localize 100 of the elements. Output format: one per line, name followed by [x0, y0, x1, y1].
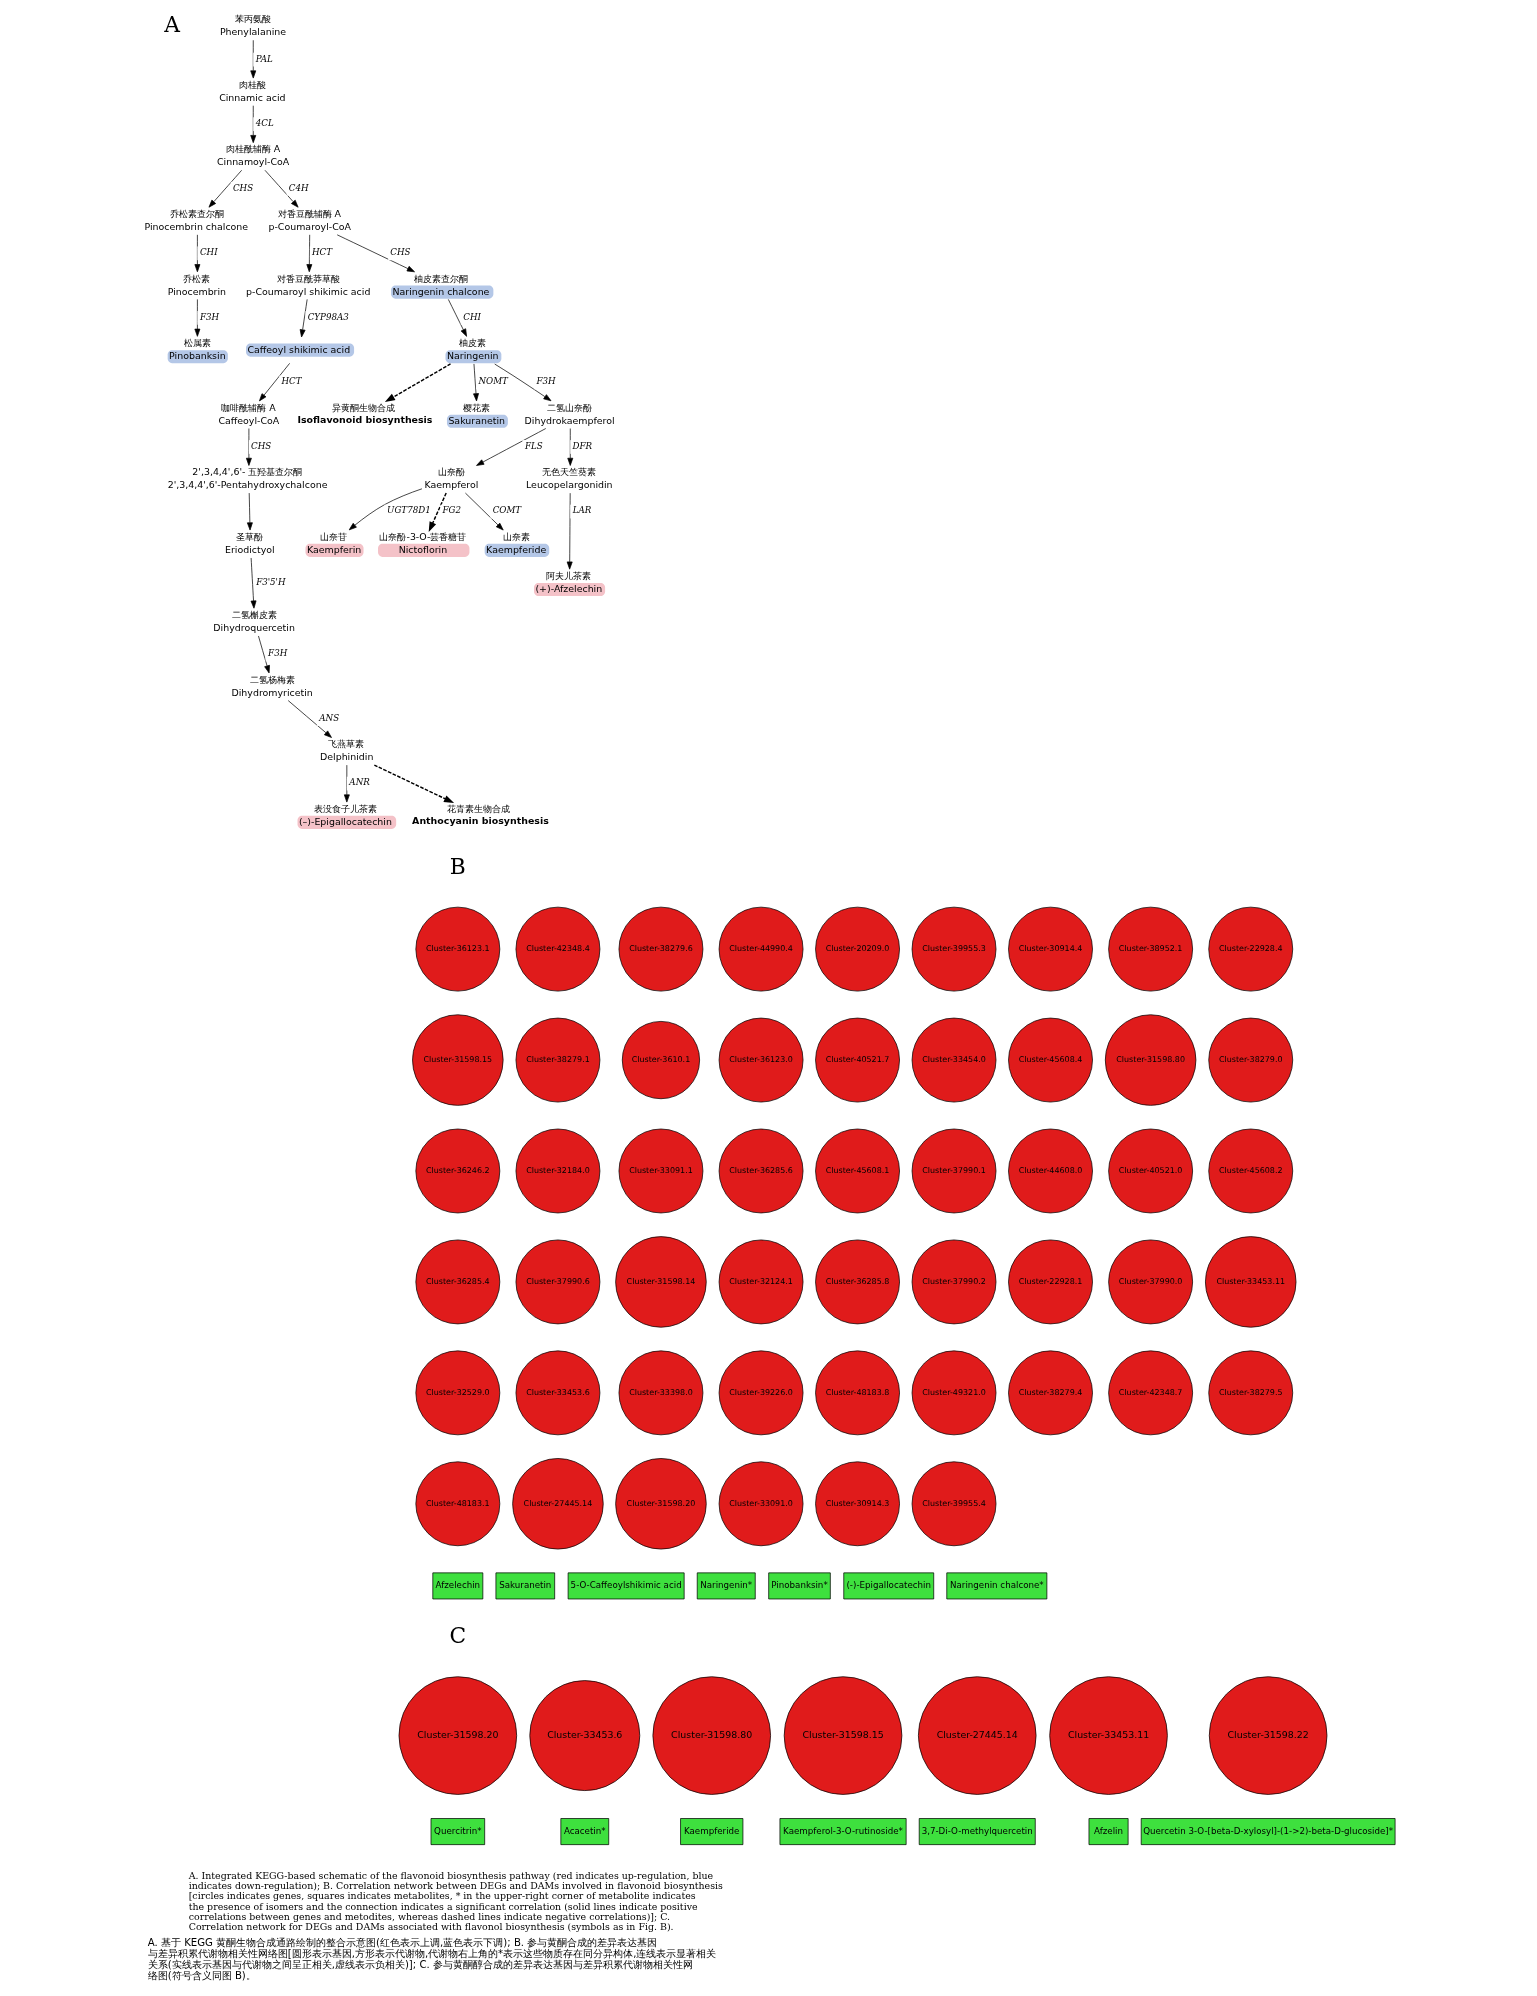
- edge-label: HCT: [312, 247, 333, 258]
- node-text: 肉桂酸 Cinnamic acid: [219, 78, 286, 103]
- node-box: (–)-Epigallocatechin: [297, 815, 397, 829]
- edge-label: F3H: [268, 648, 288, 659]
- node-circle: Cluster-31598.22: [1208, 1676, 1328, 1795]
- node-box: Afzelechin: [432, 1572, 484, 1600]
- edge-label: F3H: [199, 311, 220, 322]
- node-box: (+)-Afzelechin: [534, 583, 606, 597]
- edge-label: CHI: [463, 311, 481, 322]
- node-label: 柚皮素查尔酮: [414, 272, 469, 284]
- node-label: 山奈素: [502, 530, 530, 542]
- node-box: Sakuranetin: [446, 414, 508, 428]
- node-box: Quercetin 3-O-[beta-D-xylosyl]-(1->2)-beta-D-glucoside]*: [1140, 1818, 1396, 1845]
- arrow: [343, 764, 350, 803]
- node-text: 圣草酚 Eriodictyol: [224, 530, 275, 555]
- arrow: [264, 169, 299, 208]
- node-label: 樱花素: [463, 401, 491, 413]
- node-text: 二氢杨梅素 Dihydromyricetin: [231, 673, 313, 698]
- node-box: Naringenin chalcone*: [946, 1572, 1048, 1600]
- edge-label: ANR: [349, 777, 370, 788]
- node-text: 山奈酚 Kaempferol: [424, 466, 479, 491]
- node-text: 肉桂酰辅酶 A Cinnamoyl-CoA: [216, 143, 290, 168]
- node-box: 5-O-Caffeoylshikimic acid: [567, 1572, 685, 1600]
- edge-label: FLS: [524, 440, 543, 451]
- node-text: 2',3,4,4',6'- 五羟基查尔酮 2',3,4,4',6'-Pentahydroxychalcone: [167, 466, 328, 491]
- label: C: [449, 1623, 467, 1649]
- arrow: [259, 362, 290, 402]
- edge-label: CHS: [232, 182, 254, 193]
- arrow: [566, 492, 573, 570]
- node-text: 二氢槲皮素 Dihydroquercetin: [213, 609, 295, 634]
- arrow: [384, 363, 452, 402]
- arrow: [247, 492, 253, 531]
- node-label: 山奈酚-3-O-芸香糖苷: [379, 530, 467, 542]
- node-circle: Cluster-33453.11: [1049, 1676, 1168, 1795]
- node-label: 松属素: [183, 337, 211, 349]
- arrow: [258, 635, 270, 674]
- node-text: 花青素生物合成 Anthocyanin biosynthesis: [412, 802, 549, 827]
- node-box: Pinobanksin: [167, 350, 228, 364]
- node-text: 异黄酮生物合成 Isoflavonoid biosynthesis: [297, 401, 433, 425]
- arrow: [348, 488, 423, 531]
- edge-label: UGT78D1: [387, 505, 431, 516]
- arrow: [373, 764, 455, 804]
- node-text: 飞燕草素 Delphinidin: [320, 738, 374, 763]
- arrow: [306, 234, 313, 273]
- arrow: [299, 299, 308, 338]
- arrow: [194, 234, 201, 273]
- edge-label: LAR: [572, 505, 592, 516]
- node-text: 乔松素查尔酮 Pinocembrin chalcone: [144, 207, 249, 233]
- node-box: 3,7-Di-O-methylquercetin: [918, 1818, 1036, 1845]
- edge-label: CHI: [199, 247, 218, 258]
- node-circle: Cluster-31598.20: [398, 1676, 518, 1795]
- arrow: [473, 363, 479, 402]
- edge-label: FG2: [442, 505, 462, 516]
- node-box: Kaempferide: [484, 543, 550, 557]
- node-label: 阿夫儿茶素: [546, 569, 592, 581]
- arrow: [428, 492, 447, 533]
- node-label: 表没食子儿茶素: [314, 802, 378, 814]
- arrow: [250, 105, 257, 144]
- node-circle: Cluster-27445.14: [918, 1676, 1037, 1795]
- node-text: 咖啡酰辅酶 A Caffeoyl-CoA: [218, 401, 280, 426]
- node-text: 乔松素 Pinocembrin: [167, 272, 227, 297]
- arrow: [447, 299, 467, 337]
- arrow: [194, 299, 201, 337]
- node-circle: Cluster-33453.6: [529, 1680, 641, 1791]
- arrow: [250, 39, 257, 79]
- arrow: [287, 700, 332, 738]
- arrow: [494, 363, 552, 402]
- node-circle: Cluster-31598.80: [652, 1676, 771, 1795]
- node-box: Sakuranetin: [495, 1572, 556, 1600]
- edge-label: CHS: [390, 247, 411, 258]
- node-text: 对香豆酰辅酶 A p-Coumaroyl-CoA: [268, 207, 351, 233]
- node-box: Kaempferide: [680, 1818, 744, 1845]
- node-box: Nictoflorin: [378, 543, 470, 557]
- node-label: 柚皮素: [459, 337, 487, 349]
- edge-label: COMT: [492, 505, 522, 516]
- node-box: (-)-Epigallocatechin: [843, 1572, 935, 1600]
- caption: A. 基于 KEGG 黄酮生物合成通路绘制的整合示意图(红色表示上调,蓝色表示下调); B. 参与黄酮合成的差异表达基因与差异积累代谢物相关性网络图[圆形表示基因,方形表示代谢物,代谢物右上角的*表示这些物质存在同分异构体,连线表示显著相关关系(实线表示基因与代谢物之间呈正相关,虚线表示负相关)]; C. 参与黄酮醇合成的差异表达基因与差异积累代谢物相关性网络图(符号含义同图 B)。: [147, 1937, 717, 1981]
- edge-label: PAL: [255, 53, 273, 64]
- edge-label: ANS: [319, 712, 340, 723]
- node-text: 无色天竺葵素 Leucopelargonidin: [526, 466, 613, 491]
- node-box: Naringenin chalcone: [391, 285, 494, 299]
- node-box: Naringenin*: [696, 1572, 756, 1600]
- arrow: [246, 428, 252, 466]
- label: A. Integrated KEGG-based schematic of the flavonoid biosynthesis pathway (red indicates up-regulation, blue indicates down-regulation); B. Correlation network between DEGs and DAMs involved in flavonoid biosynthesis [circles indicates genes, squares indicates metabolites, * in the upper-right corner of metabolite indicates the presence of isomers and the connection indicates a significant correlation (solid lines indicate positive correlations between genes and metodites, whereas dashed lines indicate negative correlations)]; C. Correlation network for DEGs and DAMs associated with flavonol biosynthesis (symbols as in Fig. B).: [188, 1870, 723, 1932]
- edge-label: F3H: [536, 376, 556, 387]
- node-box: Caffeoyl shikimic acid: [246, 343, 355, 357]
- edge-label: DFR: [572, 440, 592, 451]
- label: B: [449, 853, 466, 879]
- node-box: Afzelin: [1088, 1818, 1129, 1845]
- node-text: 对香豆酰莽草酸 p-Coumaroyl shikimic acid: [246, 272, 371, 297]
- node-circle: Cluster-31598.15: [783, 1676, 903, 1795]
- edge-label: HCT: [281, 376, 302, 387]
- arrow: [250, 557, 257, 609]
- edge-label: C4H: [288, 182, 309, 193]
- node-box: Acacetin*: [560, 1818, 610, 1845]
- arrow: [208, 169, 243, 208]
- edge-label: CHS: [251, 440, 272, 451]
- label: A: [164, 11, 180, 37]
- edge-label: NOMT: [478, 376, 508, 387]
- edge-label: CYP98A3: [307, 311, 349, 322]
